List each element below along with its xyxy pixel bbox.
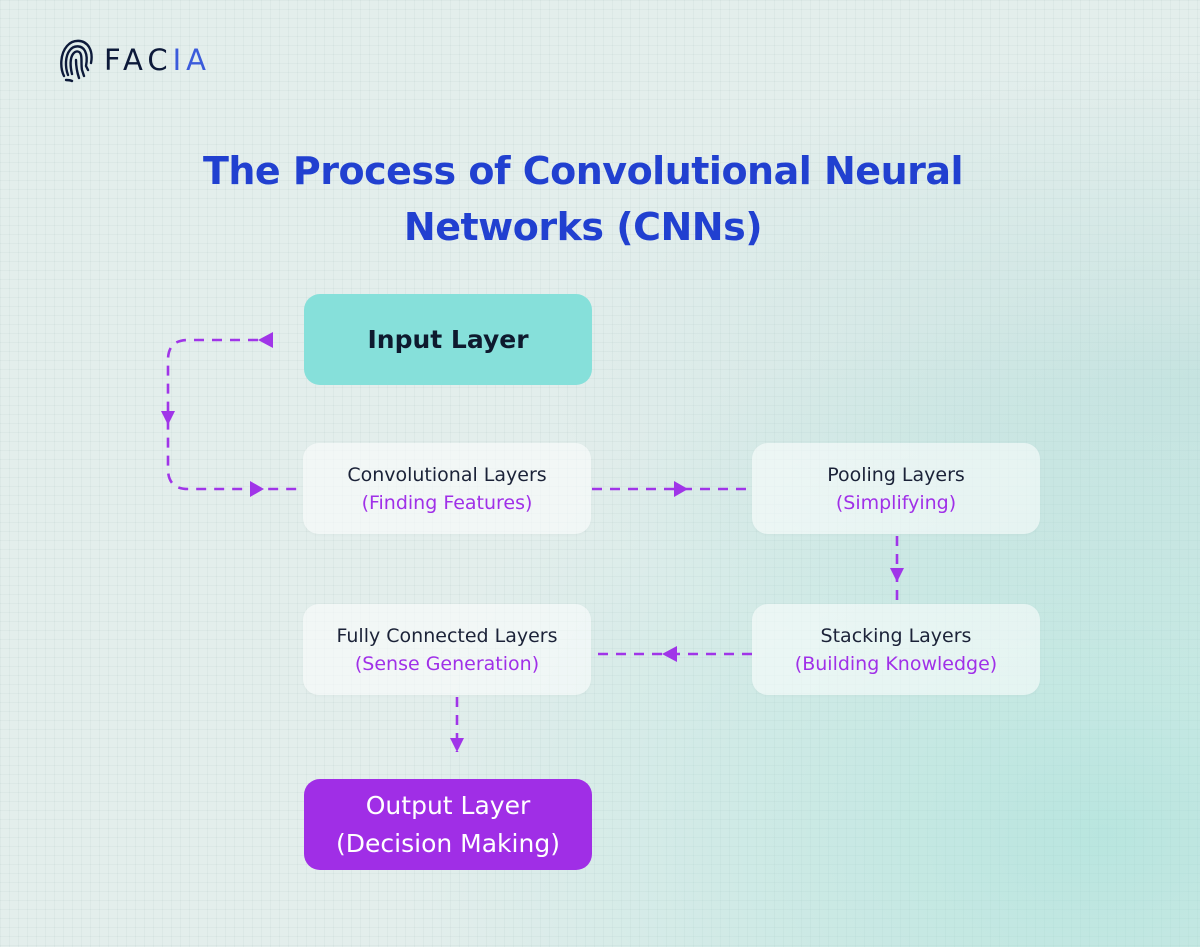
brand-wordmark-accent: IA [172, 43, 212, 77]
node-stacking-layers-sub: (Building Knowledge) [794, 652, 998, 675]
brand-wordmark-main: FAC [104, 43, 173, 77]
arrowhead-to-convolutional [250, 481, 264, 497]
node-input-layer: Input Layer [304, 294, 592, 385]
node-fully-connected-layers-sub: (Sense Generation) [354, 652, 540, 675]
diagram-title: The Process of Convolutional Neural Netw… [202, 149, 964, 249]
node-output-layer-sub: (Decision Making) [336, 828, 560, 858]
node-convolutional-layers-name: Convolutional Layers [347, 463, 547, 486]
arrowhead-to-input [258, 332, 273, 348]
node-stacking-layers: Stacking Layers (Building Knowledge) [752, 604, 1040, 695]
node-input-layer-name: Input Layer [367, 324, 529, 354]
arrowhead-to-output [450, 738, 464, 752]
brand-wordmark: FACIA [104, 43, 211, 77]
edge-input-to-convolutional [166, 338, 302, 491]
node-fully-connected-layers: Fully Connected Layers (Sense Generation… [303, 604, 591, 695]
fingerprint-head-icon [60, 39, 93, 83]
node-output-layer: Output Layer (Decision Making) [304, 779, 592, 870]
arrowhead-down-left-loop [161, 411, 175, 425]
node-stacking-layers-name: Stacking Layers [820, 624, 972, 647]
brand-logo: FACIA [58, 36, 211, 84]
node-convolutional-layers: Convolutional Layers (Finding Features) [303, 443, 591, 534]
arrowhead-to-stacking [890, 568, 904, 582]
node-pooling-layers-sub: (Simplifying) [835, 491, 957, 514]
arrowhead-to-fully-connected [662, 646, 677, 662]
node-pooling-layers-name: Pooling Layers [827, 463, 965, 486]
arrowhead-to-pooling [674, 481, 688, 497]
node-convolutional-layers-sub: (Finding Features) [361, 491, 533, 514]
node-output-layer-name: Output Layer [365, 790, 531, 820]
node-pooling-layers: Pooling Layers (Simplifying) [752, 443, 1040, 534]
node-fully-connected-layers-name: Fully Connected Layers [336, 624, 558, 647]
